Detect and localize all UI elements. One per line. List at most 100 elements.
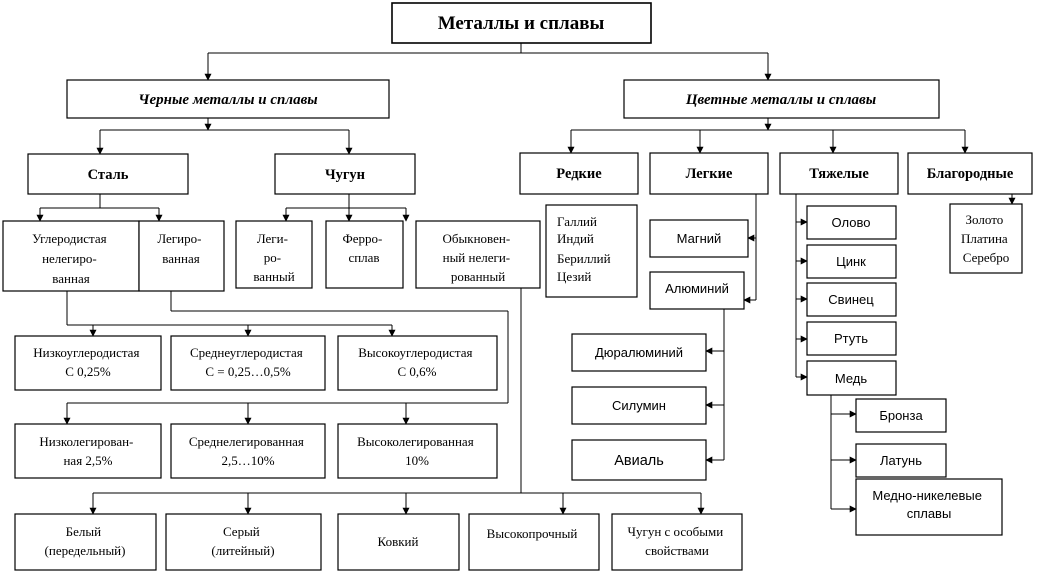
malleable-iron-node: Ковкий [337, 513, 460, 571]
low-alloy-line: Низколегирован- [39, 434, 133, 449]
aluminium-label: Алюминий [665, 281, 729, 296]
high-alloy-line: Высоколегированная [357, 434, 474, 449]
noble-node: Благородные [907, 152, 1033, 195]
root-node: Металлы и сплавы [391, 2, 652, 44]
rare-label: Редкие [556, 166, 602, 182]
silumin-label: Силумин [612, 398, 666, 413]
white-iron-node: Белый (передельный) [14, 513, 157, 571]
tin-node: Олово [806, 205, 897, 240]
duralumin-node: Дюралюминий [571, 333, 707, 372]
ordinary-cast-iron-node: Обыкновен- ный нелеги- рованный [415, 220, 541, 289]
special-iron-label: Чугун с особыми свойствами [628, 524, 727, 558]
magnesium-node: Магний [649, 219, 749, 258]
copper-label: Медь [835, 371, 868, 386]
ductile-iron-label: Высокопрочный [487, 526, 578, 541]
rare-item: Цезий [557, 269, 591, 284]
light-label: Легкие [686, 166, 733, 182]
ferroalloy-node: Ферро- сплав [325, 220, 404, 289]
rare-items-list: Галлий Индий Бериллий Цезий [557, 214, 614, 284]
high-carbon-node: Высокоуглеродистая С 0,6% [337, 335, 498, 391]
low-alloy-node: Низколегирован- ная 2,5% [14, 423, 162, 479]
special-iron-line: свойствами [645, 543, 709, 558]
heavy-label: Тяжелые [809, 166, 869, 182]
copper-nickel-node: Медно-никелевые сплавы [855, 478, 1003, 536]
medium-alloy-node: Среднелегированная 2,5…10% [170, 423, 326, 479]
ordinary-cast-iron-line: Обыкновен- [443, 231, 511, 246]
mercury-node: Ртуть [806, 321, 897, 356]
noble-label: Благородные [927, 166, 1014, 182]
copper-nickel-line: Медно-никелевые [872, 488, 982, 503]
carbon-steel-line: нелегиро- [42, 251, 97, 266]
low-carbon-line: Низкоуглеродистая [33, 345, 139, 360]
copper-nickel-label: Медно-никелевые сплавы [872, 488, 985, 521]
cast-iron-node: Чугун [274, 153, 416, 195]
alloyed-steel-label: Легиро- ванная [157, 231, 204, 266]
rare-items-node: Галлий Индий Бериллий Цезий [545, 204, 638, 298]
steel-node: Сталь [27, 153, 189, 195]
rare-item: Индий [557, 231, 594, 246]
avial-node: Авиаль [571, 439, 707, 481]
tin-label: Олово [832, 215, 871, 230]
grey-iron-node: Серый (литейный) [165, 513, 322, 571]
low-alloy-label: Низколегирован- ная 2,5% [39, 434, 136, 468]
steel-label: Сталь [88, 167, 129, 183]
white-iron-line: (передельный) [45, 543, 126, 558]
alloyed-cast-iron-line: Леги- [257, 231, 288, 246]
alloyed-steel-line: ванная [162, 251, 199, 266]
carbon-steel-label: Углеродистая нелегиро- ванная [32, 231, 110, 286]
high-alloy-line: 10% [405, 453, 429, 468]
noble-item: Серебро [963, 250, 1009, 265]
high-carbon-label: Высокоуглеродистая С 0,6% [358, 345, 476, 379]
high-carbon-line: Высокоуглеродистая [358, 345, 472, 360]
lead-label: Свинец [828, 292, 874, 307]
light-node: Легкие [649, 152, 769, 195]
white-iron-label: Белый (передельный) [45, 524, 126, 558]
mercury-label: Ртуть [834, 331, 868, 346]
carbon-steel-node: Углеродистая нелегиро- ванная [2, 220, 140, 292]
special-iron-line: Чугун с особыми [628, 524, 724, 539]
low-carbon-label: Низкоуглеродистая С 0,25% [33, 345, 142, 379]
rare-node: Редкие [519, 152, 639, 195]
nonferrous-node: Цветные металлы и сплавы [623, 79, 940, 119]
duralumin-label: Дюралюминий [595, 345, 683, 360]
medium-carbon-line: С = 0,25…0,5% [205, 364, 291, 379]
low-carbon-line: С 0,25% [65, 364, 111, 379]
silumin-node: Силумин [571, 386, 707, 425]
alloyed-cast-iron-line: ро- [264, 250, 281, 265]
alloyed-cast-iron-line: ванный [253, 269, 294, 284]
aluminium-node: Алюминий [649, 271, 745, 310]
brass-node: Латунь [855, 443, 947, 478]
grey-iron-line: Серый [223, 524, 260, 539]
heavy-node: Тяжелые [779, 152, 899, 195]
root-label: Металлы и сплавы [438, 13, 605, 34]
medium-carbon-label: Среднеуглеродистая С = 0,25…0,5% [190, 345, 306, 379]
ferroalloy-line: сплав [348, 250, 379, 265]
ferrous-node: Черные металлы и сплавы [66, 79, 390, 119]
malleable-iron-label: Ковкий [378, 534, 419, 549]
connector-lines [36, 43, 1016, 515]
ferrous-label: Черные металлы и сплавы [138, 92, 317, 108]
carbon-steel-line: ванная [52, 271, 89, 286]
ductile-iron-node: Высокопрочный [468, 513, 600, 571]
copper-nickel-line: сплавы [907, 506, 952, 521]
special-iron-node: Чугун с особыми свойствами [611, 513, 743, 571]
copper-node: Медь [806, 360, 897, 396]
medium-alloy-line: 2,5…10% [221, 453, 274, 468]
high-alloy-node: Высоколегированная 10% [337, 423, 498, 479]
noble-item: Платина [961, 231, 1008, 246]
ferroalloy-label: Ферро- сплав [342, 231, 385, 265]
ferroalloy-line: Ферро- [342, 231, 382, 246]
carbon-steel-line: Углеродистая [32, 231, 107, 246]
rare-item: Галлий [557, 214, 597, 229]
grey-iron-line: (литейный) [211, 543, 274, 558]
ordinary-cast-iron-label: Обыкновен- ный нелеги- рованный [443, 231, 514, 284]
noble-items-node: Золото Платина Серебро [949, 203, 1023, 274]
bronze-label: Бронза [879, 408, 923, 423]
white-iron-line: Белый [66, 524, 101, 539]
alloyed-cast-iron-label: Леги- ро- ванный [253, 231, 294, 284]
low-carbon-node: Низкоуглеродистая С 0,25% [14, 335, 162, 391]
low-alloy-line: ная 2,5% [63, 453, 112, 468]
alloyed-cast-iron-node: Леги- ро- ванный [235, 220, 313, 289]
noble-item: Золото [966, 212, 1004, 227]
medium-carbon-node: Среднеуглеродистая С = 0,25…0,5% [170, 335, 326, 391]
